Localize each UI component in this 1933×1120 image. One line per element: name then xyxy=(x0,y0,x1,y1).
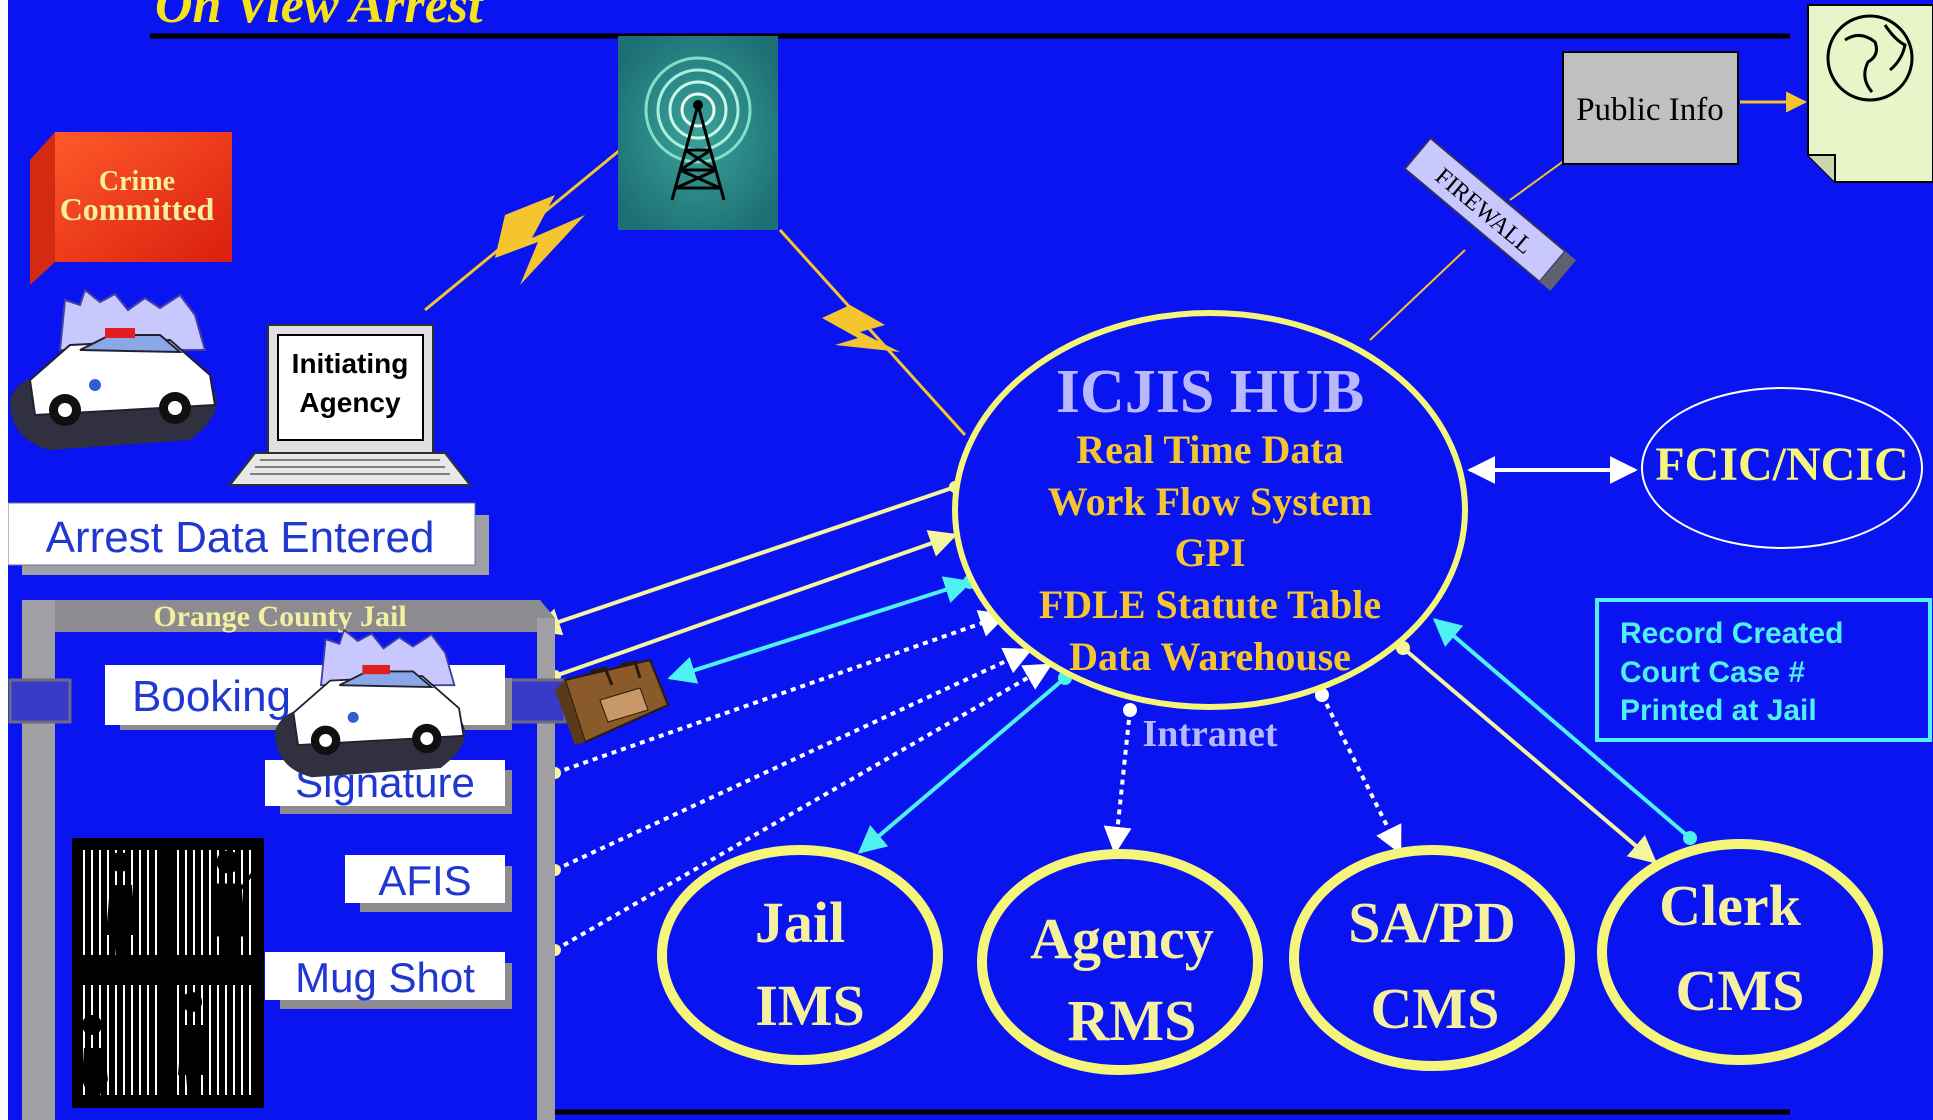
radio-tower-icon xyxy=(618,36,778,230)
hub-to-agency-rms-dotted xyxy=(1103,709,1132,855)
arrest-data-label: Arrest Data Entered xyxy=(46,513,435,562)
laptop-line2: Agency xyxy=(299,387,401,418)
hub-to-jail-arrow xyxy=(532,485,956,636)
agency-rms-line1: Agency xyxy=(1030,906,1214,971)
public-info-box xyxy=(1562,51,1739,165)
page-title: On View Arrest xyxy=(155,0,484,34)
hub-to-clerk-cms-arrow xyxy=(1401,646,1658,864)
crime-committed-box: Crime Committed xyxy=(30,132,232,285)
clerk-cms-line1: Clerk xyxy=(1659,873,1801,938)
left-margin xyxy=(0,0,8,1120)
fcic-ellipse xyxy=(1641,387,1923,549)
lightning-bolt-icon xyxy=(822,305,900,352)
jail-ims-line1: Jail xyxy=(755,890,845,955)
police-car-icon xyxy=(275,628,466,778)
hub-line-realtime: Real Time Data xyxy=(1076,427,1343,472)
connector-dot xyxy=(1683,831,1697,845)
hub-line-warehouse: Data Warehouse xyxy=(1069,634,1351,679)
clerk-to-hub-arrow xyxy=(1432,618,1692,840)
crime-line1: Crime xyxy=(99,166,175,197)
record-line1: Record Created xyxy=(1620,617,1843,650)
hub-to-firewall-line xyxy=(1369,249,1466,341)
afis-to-hub-dotted xyxy=(554,647,1033,872)
hub-to-jail-ims-arrow xyxy=(857,676,1067,854)
arrest-data-label-box xyxy=(7,502,476,566)
hub-briefcase-arrow xyxy=(667,576,973,684)
clerk-cms-node: Clerk CMS xyxy=(1597,839,1883,1065)
tower-to-hub-line xyxy=(778,228,967,437)
agency-rms-node: Agency RMS xyxy=(977,849,1263,1075)
laptop-line1: Initiating xyxy=(292,348,409,379)
step-mug-shot: Mug Shot xyxy=(295,954,475,1001)
record-created-box xyxy=(1595,598,1932,742)
hub-line-workflow: Work Flow System xyxy=(1048,479,1372,524)
sapd-cms-node: SA/PD CMS xyxy=(1289,845,1575,1071)
intranet-label: Intranet xyxy=(1142,713,1277,755)
jail-title: Orange County Jail xyxy=(153,600,406,633)
firewall-to-public-line xyxy=(1509,159,1566,201)
public-info-label: Public Info xyxy=(1576,92,1724,128)
jail-cell-icon xyxy=(72,838,264,1108)
step-booking: Booking xyxy=(132,672,291,721)
jail-ims-line2: IMS xyxy=(755,973,865,1038)
afis-box xyxy=(345,855,505,903)
record-line2: Court Case # xyxy=(1620,656,1805,689)
globe-document-icon xyxy=(1807,4,1933,183)
step-afis: AFIS xyxy=(378,857,471,904)
lightning-bolt-icon xyxy=(495,195,585,285)
connector-dot xyxy=(1315,688,1329,702)
sapd-cms-line2: CMS xyxy=(1371,976,1500,1041)
hub-title: ICJIS HUB xyxy=(1056,358,1364,426)
clerk-cms-line2: CMS xyxy=(1676,958,1805,1023)
agency-rms-line2: RMS xyxy=(1068,988,1197,1053)
hub-line-gpi: GPI xyxy=(1174,530,1245,575)
icjis-hub-ellipse xyxy=(952,310,1468,710)
fcic-label: FCIC/NCIC xyxy=(1655,438,1908,491)
hub-line-statute: FDLE Statute Table xyxy=(1039,582,1381,627)
laptop-icon: Initiating Agency xyxy=(227,324,473,486)
mugshot-box xyxy=(265,952,505,1000)
crime-line2: Committed xyxy=(60,191,215,227)
sapd-cms-line1: SA/PD xyxy=(1348,890,1516,955)
briefcase-icon xyxy=(555,658,670,745)
police-car-icon xyxy=(10,288,217,450)
connector-dot xyxy=(1123,703,1137,717)
jail-ims-node: Jail IMS xyxy=(657,845,943,1065)
record-line3: Printed at Jail xyxy=(1620,694,1817,727)
